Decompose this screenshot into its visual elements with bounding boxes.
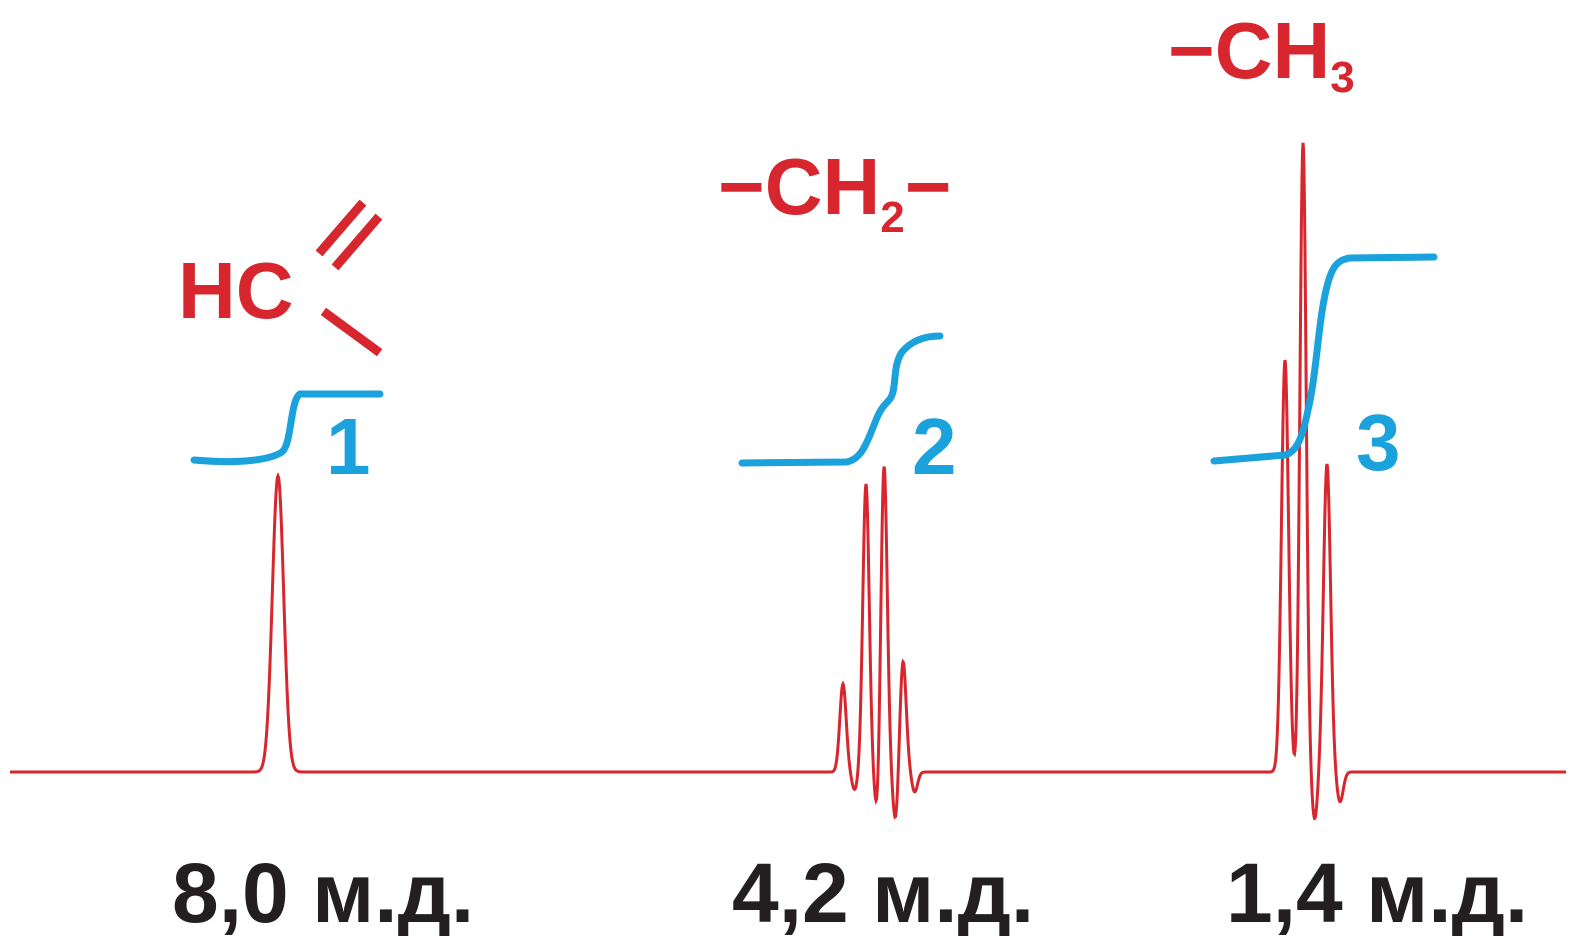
- integral-number-1: 1: [326, 402, 371, 491]
- shift-label-4-2: 4,2 м.д.: [732, 846, 1034, 936]
- integral-number-3: 3: [1356, 398, 1401, 487]
- integral-curves: [190, 253, 1438, 467]
- shift-label-1-4: 1,4 м.д.: [1226, 846, 1528, 936]
- group-label-hc: HC: [178, 246, 294, 335]
- integral-curve-1: [190, 390, 384, 466]
- integral-curve-3: [1210, 253, 1438, 465]
- integral-curve-2: [738, 332, 944, 467]
- group-label-ch2: −CH2−: [718, 142, 951, 242]
- group-label-ch3: −CH3: [1168, 6, 1355, 102]
- formyl-bond-structure: [315, 199, 383, 357]
- shift-label-8-0: 8,0 м.д.: [172, 846, 474, 936]
- spectrum-trace: [10, 142, 1566, 821]
- integral-number-2: 2: [912, 402, 957, 491]
- spectrum-line: [10, 142, 1566, 821]
